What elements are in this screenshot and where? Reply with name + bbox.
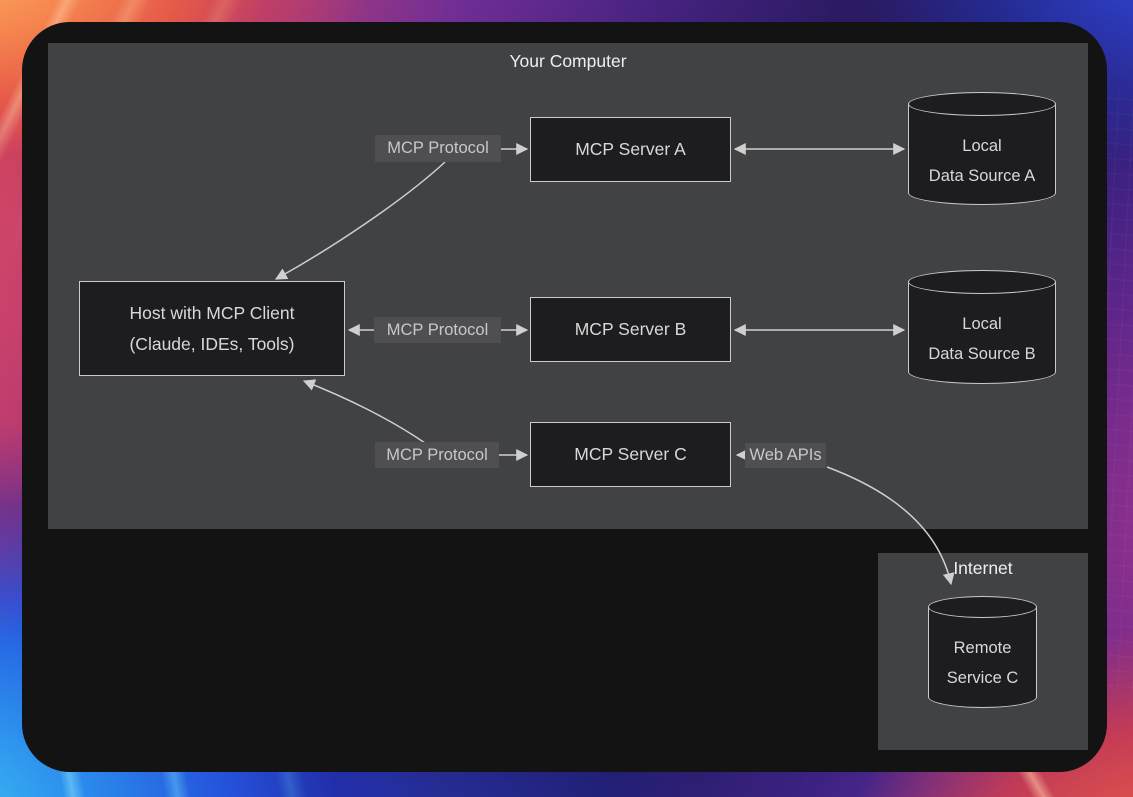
cylinder-body xyxy=(928,607,1037,708)
cylinder-body xyxy=(908,104,1056,205)
database-cylinder-remote-service-c: Remote Service C xyxy=(928,596,1037,708)
data-source-a-line1: Local xyxy=(962,136,1002,155)
data-source-b-label: Local Data Source B xyxy=(908,270,1056,384)
edge-label-web-apis: Web APIs xyxy=(745,443,826,468)
database-cylinder-local-data-source-a: Local Data Source A xyxy=(908,92,1056,205)
node-mcp-server-b: MCP Server B xyxy=(530,297,731,362)
edge-label-mcp-protocol-c: MCP Protocol xyxy=(375,442,499,468)
remote-service-c-line1: Remote xyxy=(953,639,1012,657)
host-line2: (Claude, IDEs, Tools) xyxy=(129,333,295,354)
data-source-a-line2: Data Source A xyxy=(928,166,1036,185)
cylinder-top-ellipse xyxy=(908,270,1056,294)
your-computer-title: Your Computer xyxy=(509,51,627,71)
database-cylinder-local-data-source-b: Local Data Source B xyxy=(908,270,1056,384)
edge-label-mcp-protocol-a: MCP Protocol xyxy=(375,135,501,162)
data-source-b-line1: Local xyxy=(962,315,1002,333)
host-line1: Host with MCP Client xyxy=(129,302,295,323)
data-source-b-line2: Data Source B xyxy=(928,345,1036,363)
internet-title: Internet xyxy=(953,558,1013,578)
node-mcp-server-a: MCP Server A xyxy=(530,117,731,182)
cylinder-body xyxy=(908,282,1056,384)
remote-service-c-line2: Service C xyxy=(946,669,1019,687)
remote-service-c-label: Remote Service C xyxy=(928,596,1037,708)
data-source-a-label: Local Data Source A xyxy=(908,92,1056,205)
cylinder-top-ellipse xyxy=(928,596,1037,618)
edge-label-mcp-protocol-b: MCP Protocol xyxy=(374,317,501,343)
node-mcp-server-c: MCP Server C xyxy=(530,422,731,487)
mcp-server-b-label: MCP Server B xyxy=(574,319,687,339)
cylinder-top-ellipse xyxy=(908,92,1056,116)
mcp-server-c-label: MCP Server C xyxy=(574,444,687,464)
node-host-with-mcp-client: Host with MCP Client (Claude, IDEs, Tool… xyxy=(79,281,345,376)
mcp-server-a-label: MCP Server A xyxy=(575,139,686,159)
